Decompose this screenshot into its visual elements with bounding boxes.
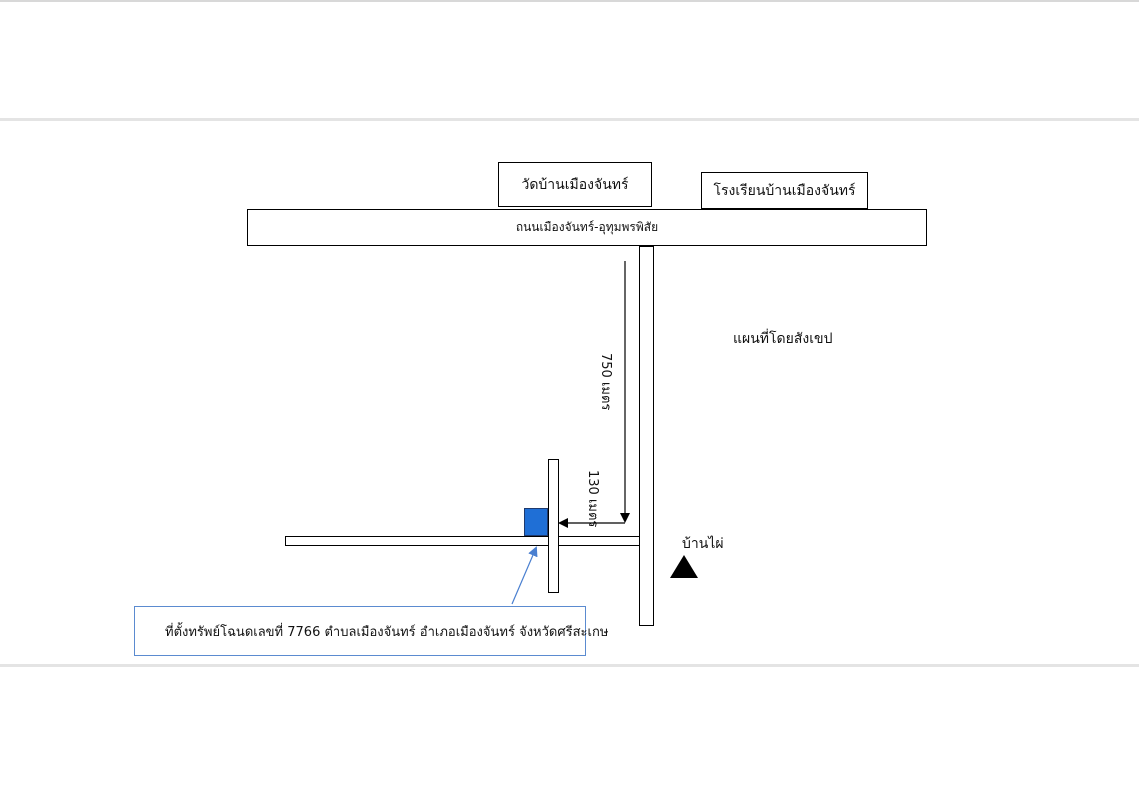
school-landmark: โรงเรียนบ้านเมืองจันทร์ — [701, 172, 868, 209]
scan-fold-line — [0, 664, 1139, 667]
property-callout: ที่ตั้งทรัพย์โฉนดเลขที่ 7766 ตำบลเมืองจั… — [134, 606, 608, 656]
map-title: แผนที่โดยสังเขป — [733, 331, 833, 347]
school-label: โรงเรียนบ้านเมืองจันทร์ — [713, 182, 856, 199]
callout-pointer-arrow — [511, 546, 538, 605]
main-road-label: ถนนเมืองจันทร์-อุทุมพรพิสัย — [515, 220, 659, 234]
village-triangle-icon — [670, 555, 698, 578]
lane-horizontal — [285, 536, 640, 546]
callout-text: ที่ตั้งทรัพย์โฉนดเลขที่ 7766 ตำบลเมืองจั… — [165, 624, 609, 640]
scan-top-edge — [0, 0, 1139, 2]
temple-label: วัดบ้านเมืองจันทร์ — [521, 176, 629, 193]
property-plot — [524, 508, 548, 536]
temple-landmark: วัดบ้านเมืองจันทร์ — [498, 162, 652, 207]
side-road-vertical — [639, 246, 654, 626]
scan-fold-line — [0, 118, 1139, 121]
village-label: บ้านไผ่ — [682, 536, 724, 552]
main-road: ถนนเมืองจันทร์-อุทุมพรพิสัย — [247, 209, 927, 246]
